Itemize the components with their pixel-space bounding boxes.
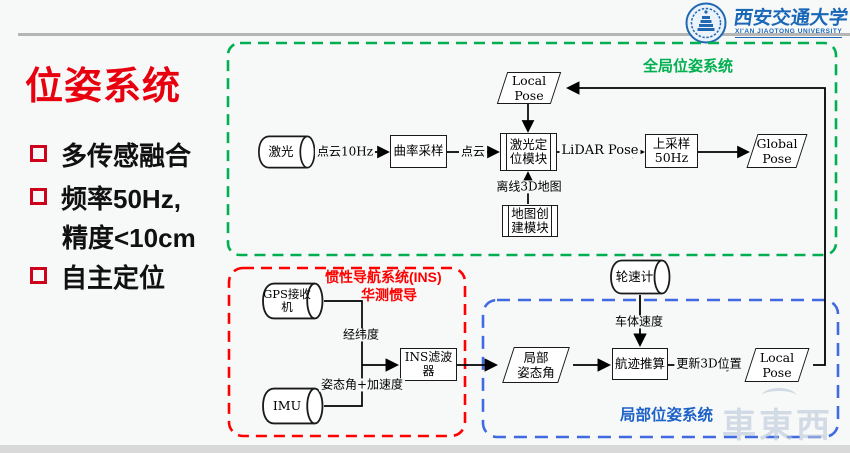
edge-label-pointcloud: 点云 [458,144,488,159]
edge-label-lat-lon: 经纬度 [340,327,382,342]
global-pose-group-frame [226,41,838,257]
cylinder-shape-icon [262,387,324,425]
page-title: 位姿系统 [25,66,182,108]
node-label: 轮速计 [615,269,654,285]
cylinder-shape-icon [610,259,671,295]
global-pose-group-label: 全局位姿系统 [643,58,734,75]
header-divider [18,33,850,36]
bullet-text: 自主定位 [61,263,166,293]
university-emblem-icon [685,2,727,44]
edge-label-lidar-pose: LiDAR Pose [559,142,641,159]
node-wheel-speedometer-cylinder: 轮速计 [609,259,671,295]
local-pose-group-frame [481,298,840,439]
edge-label-pointcloud-10hz: 点云10Hz [314,144,376,159]
watermark-car-roof-icon [762,388,796,403]
node-local-attitude-angle: 局部姿态角 [499,347,573,383]
edge-label-offline-3d-map: 离线3D地图 [494,179,564,194]
ins-group-frame [227,266,467,438]
node-label: 曲率采样 [393,143,444,159]
bullet-accuracy: 精度<10cm [62,218,196,255]
bullet-frequency: 频率50Hz, [30,179,181,216]
bullet-text: 频率50Hz, [61,184,181,214]
ins-group-label-line1: 惯性导航系统(INS) [325,269,442,285]
node-laser-localization-module: 激光定位模块 [500,133,557,171]
bullet-autonomous: 自主定位 [30,258,165,295]
cylinder-shape-icon [258,135,316,169]
node-label: INS滤波器 [404,349,453,378]
edge-label-vehicle-speed: 车体速度 [612,314,666,329]
local-pose-group-label: 局部位姿系统 [620,407,714,424]
bullet-text: 精度<10cm [62,223,196,253]
bullet-square-icon [30,267,47,284]
node-label: GPS接收机 [263,287,311,314]
node-label: 地图创建模块 [511,205,549,235]
node-label: 局部姿态角 [517,350,555,380]
edge-label-attitude-accel: 姿态角+加速度 [318,377,406,392]
bullet-text: 多传感融合 [61,141,192,171]
bullet-square-icon [30,188,47,205]
ins-group-label-line2: 华测惯导 [361,287,417,303]
university-logo: 西安交通大学 XI'AN JIAOTONG UNIVERSITY [684,1,849,44]
bullet-square-icon [30,145,47,162]
node-curvature-sampling: 曲率采样 [390,135,447,168]
edge-label-update-3d-position: 更新3D位置 [674,356,744,371]
node-laser-cylinder: 激光 [257,135,316,169]
cylinder-shape-icon [262,282,324,320]
node-label: 激光 [268,144,294,160]
node-map-creation-module: 地图创建模块 [502,205,558,237]
bullet-multisensor: 多传感融合 [30,136,191,173]
node-label: 航迹推算 [614,355,665,371]
node-dead-reckoning: 航迹推算 [612,348,668,380]
node-label: 激光定位模块 [509,136,548,166]
node-imu-cylinder: IMU [261,387,324,425]
node-label: IMU [272,398,302,414]
watermark-text: 車東西 [722,406,833,446]
node-gps-receiver-cylinder: GPS接收机 [261,282,324,320]
footer-band [0,445,850,453]
university-name-en: XI'AN JIAOTONG UNIVERSITY [735,28,843,38]
node-ins-filter: INS滤波器 [400,348,457,381]
